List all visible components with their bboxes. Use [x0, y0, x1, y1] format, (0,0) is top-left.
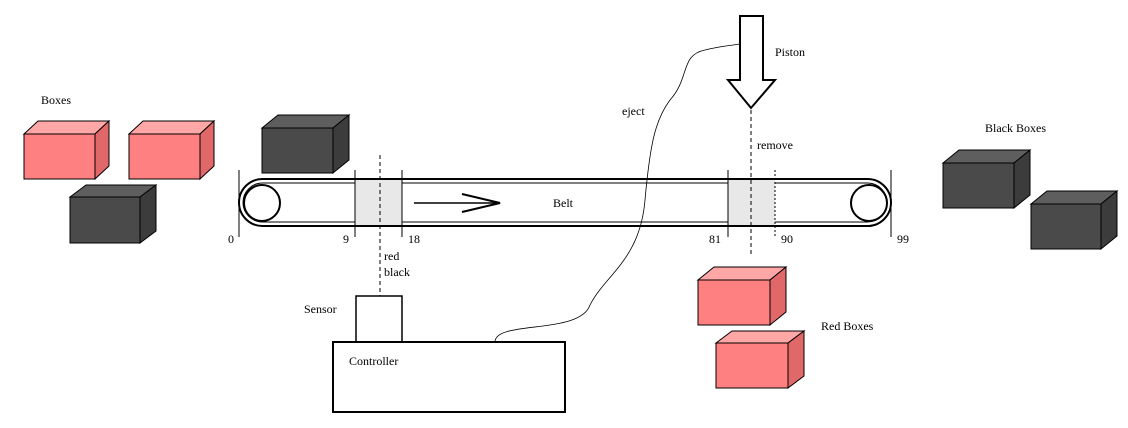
- label-piston: Piston: [775, 45, 805, 59]
- signal-red: red: [384, 249, 399, 263]
- output-black-box-2: [1029, 189, 1119, 251]
- left-roller: [243, 184, 281, 222]
- label-boxes: Boxes: [41, 93, 71, 107]
- right-roller: [850, 184, 888, 222]
- incoming-black-box: [68, 184, 158, 244]
- signal-black: black: [384, 265, 410, 279]
- label-black-boxes: Black Boxes: [985, 121, 1046, 135]
- tick-0: 0: [228, 232, 234, 246]
- controller: [332, 341, 566, 413]
- tick-81: 81: [709, 232, 721, 246]
- removed-red-box-2: [714, 330, 806, 389]
- sensor-zone: [355, 180, 402, 225]
- label-belt: Belt: [553, 196, 574, 210]
- label-eject: eject: [622, 104, 645, 118]
- output-black-box-1: [941, 148, 1032, 210]
- black-box-on-belt: [260, 113, 351, 175]
- eject-wire: [494, 43, 741, 343]
- tick-18: 18: [408, 232, 420, 246]
- tick-9: 9: [343, 232, 349, 246]
- right-arrow-icon: [414, 193, 501, 213]
- label-remove: remove: [757, 138, 793, 152]
- label-controller: Controller: [349, 354, 398, 368]
- label-sensor: Sensor: [304, 302, 337, 316]
- tick-90: 90: [781, 232, 793, 246]
- label-red-boxes: Red Boxes: [821, 319, 874, 333]
- removed-red-box-1: [696, 265, 788, 327]
- tick-99: 99: [897, 232, 909, 246]
- down-arrow-icon: [725, 15, 778, 110]
- incoming-red-box-2: [127, 119, 216, 181]
- incoming-red-box-1: [22, 119, 111, 181]
- sensor: [355, 295, 403, 343]
